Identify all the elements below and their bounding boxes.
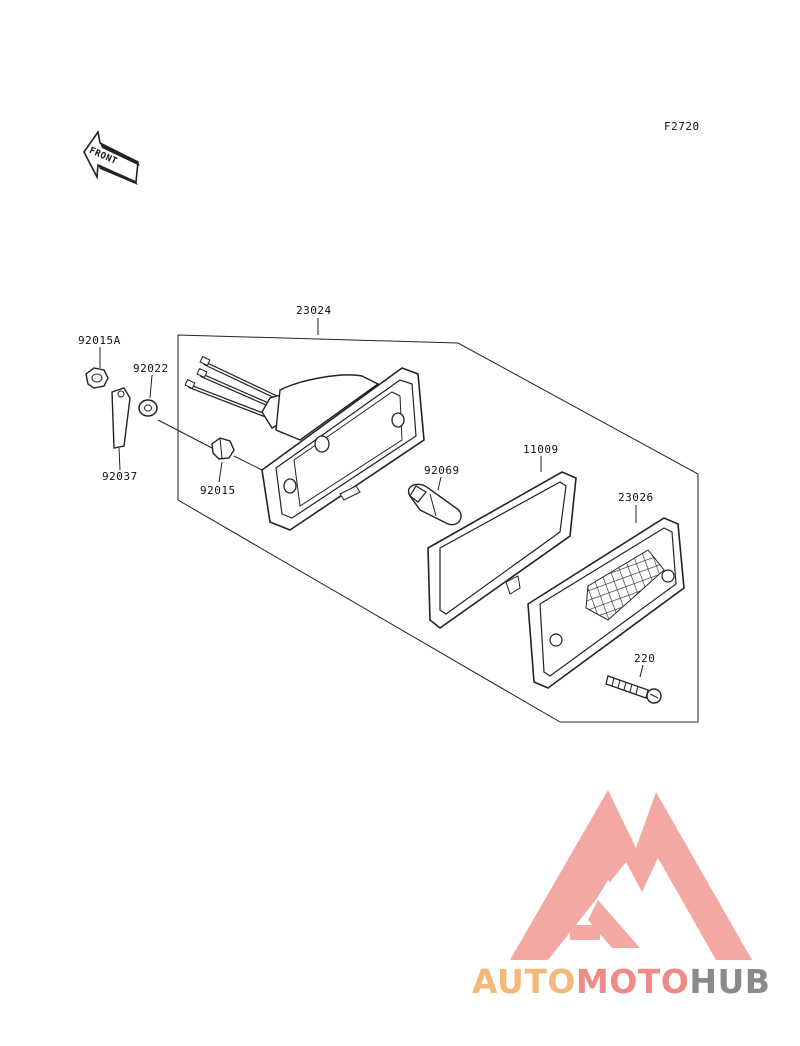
part-label-92015: 92015 (200, 484, 236, 497)
automotohub-logo-icon (510, 790, 752, 960)
part-label-23024: 23024 (296, 304, 332, 317)
part-label-23026: 23026 (618, 491, 654, 504)
part-label-92069: 92069 (424, 464, 460, 477)
part-label-11009: 11009 (523, 443, 559, 456)
nut-92015 (211, 437, 235, 460)
watermark-auto: AUTO (472, 962, 576, 1001)
watermark-hub: HUB (689, 962, 771, 1001)
housing-23024 (184, 355, 425, 531)
gasket-11009 (427, 471, 577, 630)
bulb-92069 (407, 483, 462, 526)
watermark-brand: AUTOMOTOHUB (472, 962, 770, 1001)
bracket-92037 (111, 387, 131, 449)
front-arrow-icon (83, 129, 140, 185)
assembly-outline (177, 334, 699, 723)
lens-23026 (527, 517, 685, 689)
part-label-92015A: 92015A (78, 334, 121, 347)
part-label-92022: 92022 (133, 362, 169, 375)
part-label-92037: 92037 (102, 470, 138, 483)
figure-code: F2720 (664, 120, 700, 133)
washer-92022 (138, 399, 158, 417)
nut-92015A (85, 367, 109, 389)
part-label-220: 220 (634, 652, 656, 665)
screw-220 (605, 675, 662, 704)
leader-lines (99, 318, 644, 678)
watermark-moto: MOTO (575, 962, 690, 1001)
